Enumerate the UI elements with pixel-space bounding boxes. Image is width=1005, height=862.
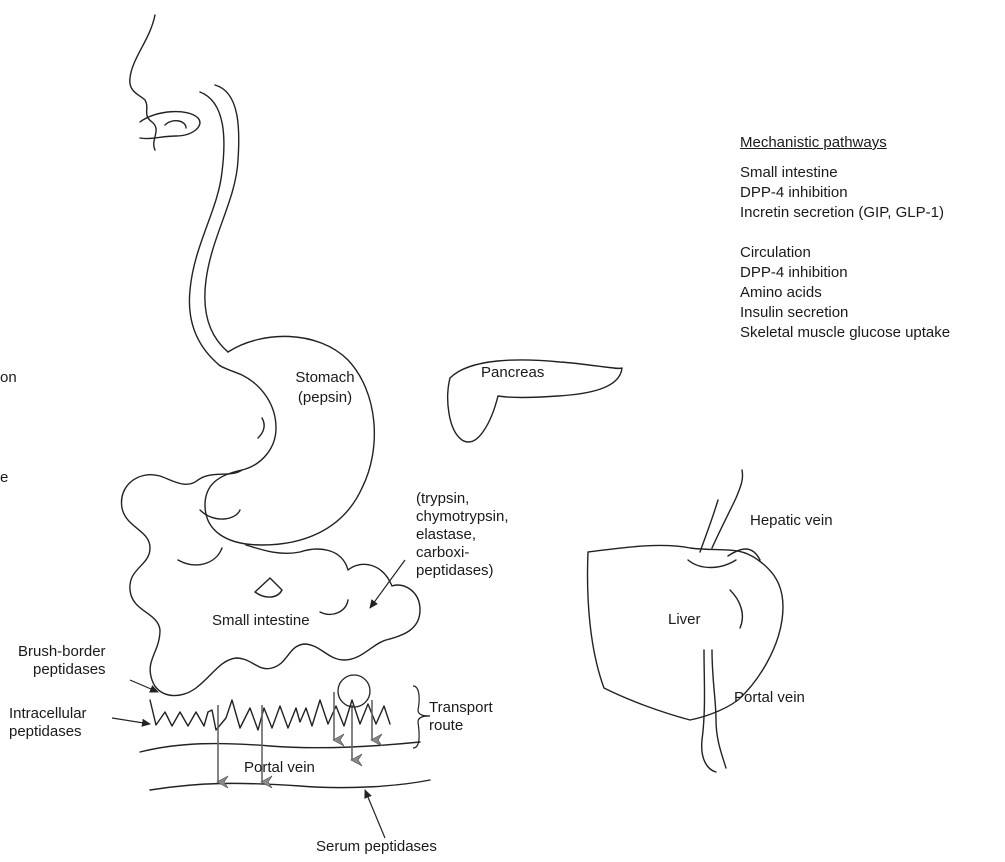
portal-vein-left-label: Portal vein [244,759,315,777]
intracellular-arrow [112,718,150,724]
intracellular-line-1: Intracellular [9,705,87,723]
transport-route-line-2: route [429,717,493,735]
pathway-item: DPP-4 inhibition [740,263,950,283]
intracellular-line-2: peptidases [9,723,87,741]
enzyme-line-5: peptidases) [416,562,509,580]
pancreas-label: Pancreas [481,364,544,382]
pathway-item: Small intestine [740,163,950,183]
pathway-item: Amino acids [740,283,950,303]
portal-vein-right-label: Portal vein [734,689,805,707]
pathway-item: DPP-4 inhibition [740,183,950,203]
brush-border-arrow [130,680,158,692]
pathway-group-small-intestine: Small intestine DPP-4 inhibition Increti… [740,163,950,223]
small-intestine-outline [121,470,420,696]
portal-vein-upper [140,742,420,752]
head-outline [130,15,156,150]
stomach-label: Stomach [295,369,354,387]
portal-vein-right [702,650,726,772]
pathway-item: Circulation [740,243,950,263]
brush-border-line-2: peptidases [18,661,106,679]
brush-border-label: Brush-border peptidases [18,643,106,679]
pepsin-label: (pepsin) [298,389,352,407]
mechanistic-pathways-panel: Mechanistic pathways Small intestine DPP… [740,133,950,363]
clipped-text-2: e [0,469,8,487]
pancreatic-enzymes-label: (trypsin, chymotrypsin, elastase, carbox… [416,490,509,580]
small-intestine-label: Small intestine [212,612,310,630]
transport-route-line-1: Transport [429,699,493,717]
serum-peptidases-arrow [365,790,385,838]
pathway-item: Incretin secretion (GIP, GLP-1) [740,203,950,223]
mouth-outline [140,112,200,139]
liver-label: Liver [668,611,701,629]
intracellular-label: Intracellular peptidases [9,705,87,741]
enzyme-line-2: chymotrypsin, [416,508,509,526]
serum-peptidases-label: Serum peptidases [316,838,437,856]
transport-circle [338,675,370,707]
brush-border-line-1: Brush-border [18,643,106,661]
pathway-item: Insulin secretion [740,303,950,323]
enzyme-line-4: carboxi- [416,544,509,562]
pathway-item: Skeletal muscle glucose uptake [740,323,950,343]
transport-route-label: Transport route [429,699,493,735]
portal-vein-lower [150,780,430,790]
enzyme-line-1: (trypsin, [416,490,509,508]
mechanistic-pathways-title: Mechanistic pathways [740,133,950,153]
intestinal-villi [150,700,390,730]
clipped-text-1: on [0,369,17,387]
enzyme-line-3: elastase, [416,526,509,544]
transport-route-bracket [413,686,430,748]
esophagus-right-wall [189,92,223,364]
pathway-group-circulation: Circulation DPP-4 inhibition Amino acids… [740,243,950,343]
hepatic-vein-label: Hepatic vein [750,512,833,530]
stomach-outline [205,336,374,545]
